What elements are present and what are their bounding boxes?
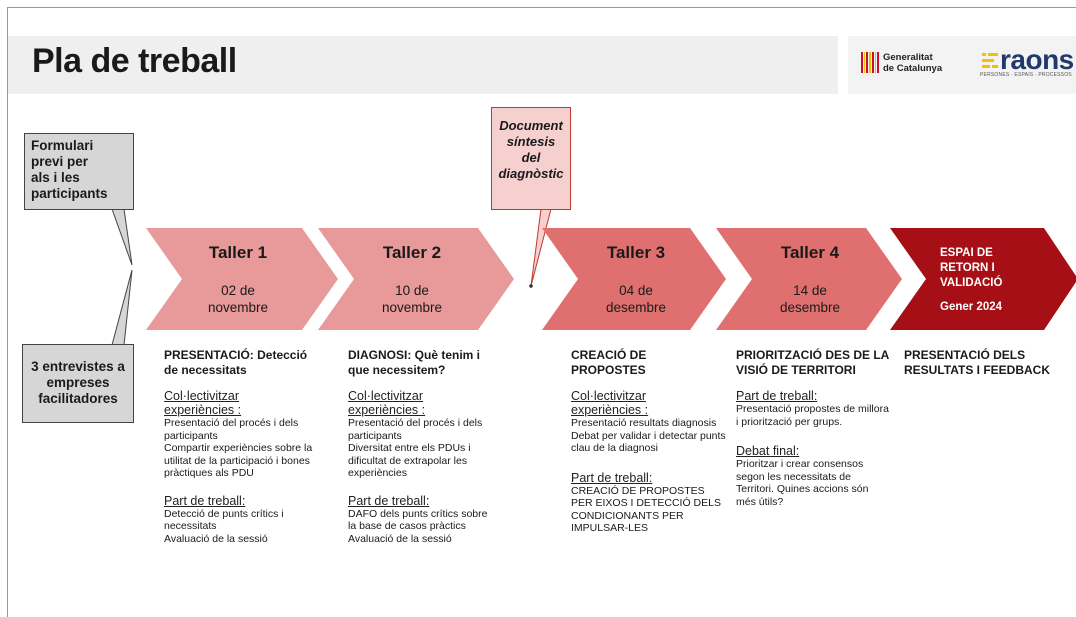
doc-note-pointer xyxy=(530,208,552,287)
taller-4-section-1-label: Part de treball: xyxy=(736,389,818,403)
taller-4-section-1-item-1: Presentació propostes de millora i prior… xyxy=(736,403,889,428)
taller-2-date-line-2: novembre xyxy=(381,300,443,315)
taller-2-section-1-item-2: Diversitat entre els PDUs i dificultat d… xyxy=(348,442,471,479)
callout-form-line-3: als i les xyxy=(31,170,80,185)
taller-3-section-2-item-1: CREACIÓ DE PROPOSTES PER EIXOS I DETECCI… xyxy=(571,484,721,535)
generalitat-logo-text: Generalitat de Catalunya xyxy=(883,52,942,74)
taller-1-section-2-item-1: Detecció de punts crítics i necessitats xyxy=(164,507,284,533)
generalitat-logo-icon xyxy=(861,52,880,73)
final-stage-line-3: VALIDACIÓ xyxy=(940,277,1003,289)
final-stage-line-2: RETORN I xyxy=(940,262,995,274)
generalitat-line-2: de Catalunya xyxy=(883,63,943,74)
chevron-taller-3 xyxy=(542,228,726,330)
taller-2-section-2-label: Part de treball: xyxy=(348,493,430,508)
taller-1-label: Taller 1 02 de novembre xyxy=(190,243,286,316)
taller-3-section-2-label: Part de treball: xyxy=(571,470,653,485)
taller-3-details: CREACIÓ DE PROPOSTES Col·lectivitzar exp… xyxy=(571,348,729,535)
taller-2-section-2-item-1: DAFO dels punts crítics sobre la base de… xyxy=(348,507,488,533)
chevron-taller-1 xyxy=(146,228,338,330)
callout-form-pointer xyxy=(111,208,133,266)
final-stage-details: PRESENTACIÓ DELS RESULTATS I FEEDBACK xyxy=(904,348,1064,389)
taller-1-section-1-item-1: Presentació del procés i dels participan… xyxy=(164,417,299,442)
raons-logo-text: raons xyxy=(1000,44,1074,75)
taller-1-section-2-label: Part de treball: xyxy=(164,493,246,508)
callout-interviews-line-1: 3 entrevistes a xyxy=(31,359,125,374)
taller-1-section-1-label: Col·lectivitzar experiències : xyxy=(164,389,324,417)
taller-4-date-line-1: 14 de xyxy=(793,283,827,298)
chevron-final-stage xyxy=(890,228,1076,330)
taller-2-section-1-label-line-1: Col·lectivitzar xyxy=(348,389,424,403)
taller-4-section-2-label: Debat final: xyxy=(736,444,800,458)
taller-4-title: Taller 4 xyxy=(780,243,840,262)
taller-3-label: Taller 3 04 de desembre xyxy=(588,243,684,316)
taller-3-section-1-label: Col·lectivitzar experiències : xyxy=(571,389,729,417)
taller-3-title: Taller 3 xyxy=(606,243,666,262)
taller-3-date-line-2: desembre xyxy=(605,300,667,315)
callout-prior-form: Formulari previ per als i les participan… xyxy=(24,133,134,210)
taller-2-title: Taller 2 xyxy=(382,243,442,262)
chevron-taller-2 xyxy=(318,228,514,330)
taller-1-details: PRESENTACIÓ: Detecció de necessitats Col… xyxy=(164,348,324,545)
taller-4-details: PRIORITZACIÓ DES DE LA VISIÓ DE TERRITOR… xyxy=(736,348,890,508)
final-stage-date: Gener 2024 xyxy=(940,301,1003,313)
chevron-taller-4 xyxy=(716,228,902,330)
callout-interviews-line-3: facilitadores xyxy=(38,391,118,406)
page-title: Pla de treball xyxy=(32,42,237,80)
taller-3-heading: CREACIÓ DE PROPOSTES xyxy=(571,348,647,377)
taller-1-section-1-item-2: Compartir experiències sobre la utilitat… xyxy=(164,442,313,479)
taller-2-section-1-item-1: Presentació del procés i dels participan… xyxy=(348,417,483,442)
final-stage-heading: PRESENTACIÓ DELS RESULTATS I FEEDBACK xyxy=(904,348,1050,377)
taller-3-section-1-item-2: Debat per validar i detectar punts clau … xyxy=(571,429,726,455)
taller-1-heading: PRESENTACIÓ: Detecció de necessitats xyxy=(164,348,308,377)
doc-note-anchor-dot xyxy=(529,284,533,288)
taller-3-section-1-item-1: Presentació resultats diagnosis xyxy=(571,417,717,429)
taller-4-heading: PRIORITZACIÓ DES DE LA VISIÓ DE TERRITOR… xyxy=(736,348,889,377)
taller-2-section-1-label-line-2: experiències : xyxy=(348,403,426,417)
doc-note-line-4: diagnòstic xyxy=(498,166,564,181)
callout-form-line-2: previ per xyxy=(31,154,89,169)
final-stage-label: ESPAI DE RETORN I VALIDACIÓ Gener 2024 xyxy=(940,246,1040,315)
callout-interviews-pointer xyxy=(111,269,133,346)
taller-2-heading: DIAGNOSI: Què tenim i que necessitem? xyxy=(348,348,481,377)
taller-2-section-2-item-2: Avaluació de la sessió xyxy=(348,532,452,545)
taller-1-title: Taller 1 xyxy=(208,243,268,262)
slide-frame xyxy=(7,7,1076,617)
taller-2-label: Taller 2 10 de novembre xyxy=(364,243,460,316)
taller-3-date-line-1: 04 de xyxy=(619,283,653,298)
generalitat-line-1: Generalitat xyxy=(883,52,933,63)
raons-logo-icon xyxy=(982,52,998,68)
callout-interviews: 3 entrevistes a empreses facilitadores xyxy=(22,344,134,423)
taller-1-date-line-1: 02 de xyxy=(221,283,255,298)
taller-2-section-1-label: Col·lectivitzar experiències : xyxy=(348,389,498,417)
callout-form-line-1: Formulari xyxy=(31,138,94,153)
taller-1-section-2-item-2: Avaluació de la sessió xyxy=(164,532,268,545)
taller-4-section-2-item-1: Prioritzar i crear consensos segon les n… xyxy=(736,458,869,508)
taller-2-date-line-1: 10 de xyxy=(395,283,429,298)
doc-note-line-1: Document xyxy=(499,118,563,133)
taller-3-section-1-label-line-2: experiències : xyxy=(571,403,649,417)
taller-2-details: DIAGNOSI: Què tenim i que necessitem? Co… xyxy=(348,348,498,545)
taller-1-section-1-label-line-1: Col·lectivitzar xyxy=(164,389,240,403)
doc-synthesis-note: Document síntesis del diagnòstic xyxy=(491,107,571,210)
doc-note-line-2: síntesis xyxy=(506,134,556,149)
callout-interviews-line-2: empreses xyxy=(46,375,110,390)
header-band xyxy=(8,36,838,94)
raons-tagline: PERSONES · ESPAIS · PROCESSOS xyxy=(980,72,1072,78)
taller-4-label: Taller 4 14 de desembre xyxy=(762,243,858,316)
callout-form-line-4: participants xyxy=(31,186,108,201)
doc-note-line-3: del xyxy=(521,150,541,165)
taller-4-date-line-2: desembre xyxy=(779,300,841,315)
logo-area xyxy=(848,36,1076,94)
taller-1-section-1-label-line-2: experiències : xyxy=(164,403,242,417)
final-stage-line-1: ESPAI DE xyxy=(940,247,993,259)
taller-3-section-1-label-line-1: Col·lectivitzar xyxy=(571,389,647,403)
taller-1-date-line-2: novembre xyxy=(207,300,269,315)
